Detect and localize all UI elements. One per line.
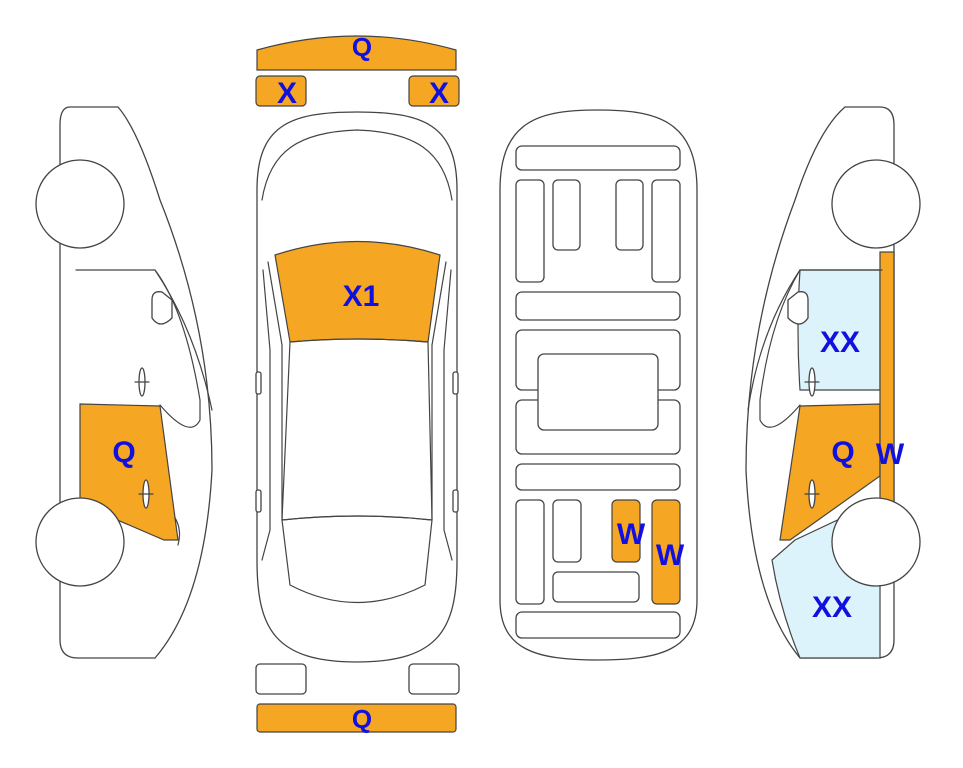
windshield-label: X1 (343, 280, 380, 313)
right-rear-wheel (831, 497, 921, 587)
rear-right-light-part[interactable] (408, 663, 460, 695)
front-right-light-label: X (429, 77, 449, 110)
right-front-door-part[interactable] (779, 403, 881, 541)
front-left-light-part[interactable] (255, 75, 307, 107)
right-rear-quarter-label: XX (812, 591, 852, 624)
underbody-panel-b-part[interactable] (651, 499, 681, 605)
underbody-panel-b-label: W (656, 539, 685, 572)
left-rear-wheel (35, 497, 125, 587)
rear-left-light-part[interactable] (255, 663, 307, 695)
car-underbody-view: W W (499, 109, 698, 661)
right-front-door-label: Q (831, 436, 854, 469)
underbody-panel-a-part[interactable] (611, 499, 641, 563)
right-front-wheel (831, 159, 921, 249)
rear-bumper-label: Q (352, 704, 372, 734)
underbody-panel-a-label: W (617, 518, 646, 551)
car-top-view: Q X X X1 Q (255, 32, 460, 734)
car-left-side-view: Q (35, 106, 213, 659)
rear-bumper-part[interactable] (256, 703, 457, 733)
front-bumper-part[interactable] (256, 35, 457, 71)
front-right-light-part[interactable] (408, 75, 460, 107)
right-front-panel-part[interactable] (797, 269, 881, 391)
front-bumper-label: Q (352, 32, 372, 62)
car-right-side-view: XX Q W XX (745, 106, 921, 659)
front-left-light-label: X (277, 77, 297, 110)
right-pillar-label: W (876, 438, 905, 471)
right-front-panel-label: XX (820, 326, 860, 359)
left-front-wheel (35, 159, 125, 249)
top-body-outline (256, 111, 458, 663)
left-rear-door-label: Q (112, 436, 135, 469)
